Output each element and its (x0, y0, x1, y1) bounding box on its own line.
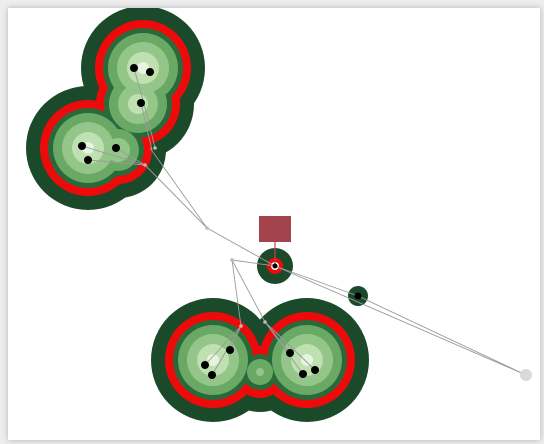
edge-junction (205, 226, 209, 230)
edge-junction (263, 320, 267, 324)
node-dot (299, 370, 307, 378)
edge-line (149, 147, 208, 229)
node-dot (130, 64, 138, 72)
edge-line (231, 259, 276, 267)
node-dot (354, 292, 362, 300)
edge-line (81, 145, 146, 166)
node-dot (311, 366, 319, 374)
edge-line (357, 295, 527, 376)
edge-line (206, 227, 276, 267)
node-dot (146, 68, 154, 76)
edge-line (144, 164, 208, 229)
edge-line (133, 67, 148, 116)
edges (81, 67, 527, 376)
node-dot (137, 99, 145, 107)
node-dot (208, 371, 216, 379)
edge-line (140, 102, 153, 151)
edge-line (274, 265, 527, 376)
cluster-top-left-band (137, 62, 149, 74)
edge-line (264, 321, 291, 354)
edge-line (231, 259, 266, 323)
edge-junction (143, 163, 147, 167)
edge-line (146, 114, 156, 149)
edge-line (231, 259, 242, 327)
edge-line (264, 321, 316, 371)
node-dot (272, 263, 278, 269)
cluster-bottom-band (301, 354, 313, 366)
cluster-top-left (26, 8, 205, 210)
endpoint-circle (520, 369, 532, 381)
cluster-bottom-band (207, 354, 219, 366)
edge-junction (230, 258, 234, 262)
edge-line (264, 321, 304, 375)
node-dot (286, 349, 294, 357)
node-dot (78, 142, 86, 150)
node-dot (226, 346, 234, 354)
node-dot (201, 361, 209, 369)
edge-line (204, 325, 242, 366)
node-dot (112, 144, 120, 152)
edge-line (229, 325, 242, 351)
edge-junction (153, 146, 157, 150)
cluster-bottom (151, 298, 369, 422)
edge-junction (239, 324, 243, 328)
edge-line (115, 147, 146, 166)
cluster-bottom-band (256, 368, 264, 376)
edge-line (87, 159, 146, 166)
cluster-contour-diagram (26, 8, 532, 422)
marker-square (259, 216, 291, 242)
node-dot (84, 156, 92, 164)
diagram-canvas (8, 8, 540, 440)
edge-line (274, 265, 359, 297)
